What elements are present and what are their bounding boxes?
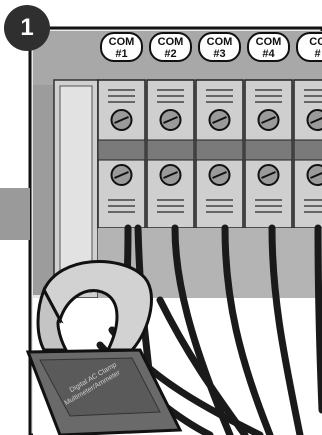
terminal-label-line2: #: [314, 48, 320, 60]
terminal-label-line2: #4: [262, 48, 275, 60]
terminal-band: [196, 140, 243, 160]
terminal-label-line2: #1: [115, 48, 127, 60]
terminal-label-line2: #2: [164, 48, 176, 60]
terminal-label-line1: COM: [207, 36, 233, 48]
wire-com5: [318, 228, 322, 410]
terminal-label-line1: COM: [256, 36, 282, 48]
terminal-label-line1: COM: [109, 36, 135, 48]
side-block: [0, 188, 30, 240]
terminal-band: [147, 140, 194, 160]
terminal-label-line1: COM: [158, 36, 184, 48]
terminal-band: [294, 140, 322, 160]
terminal-band: [245, 140, 292, 160]
terminal-label-line2: #3: [213, 48, 225, 60]
terminal-label-line1: CO: [309, 36, 322, 48]
step-number-badge: 1: [4, 5, 50, 51]
terminal-band: [98, 140, 145, 160]
